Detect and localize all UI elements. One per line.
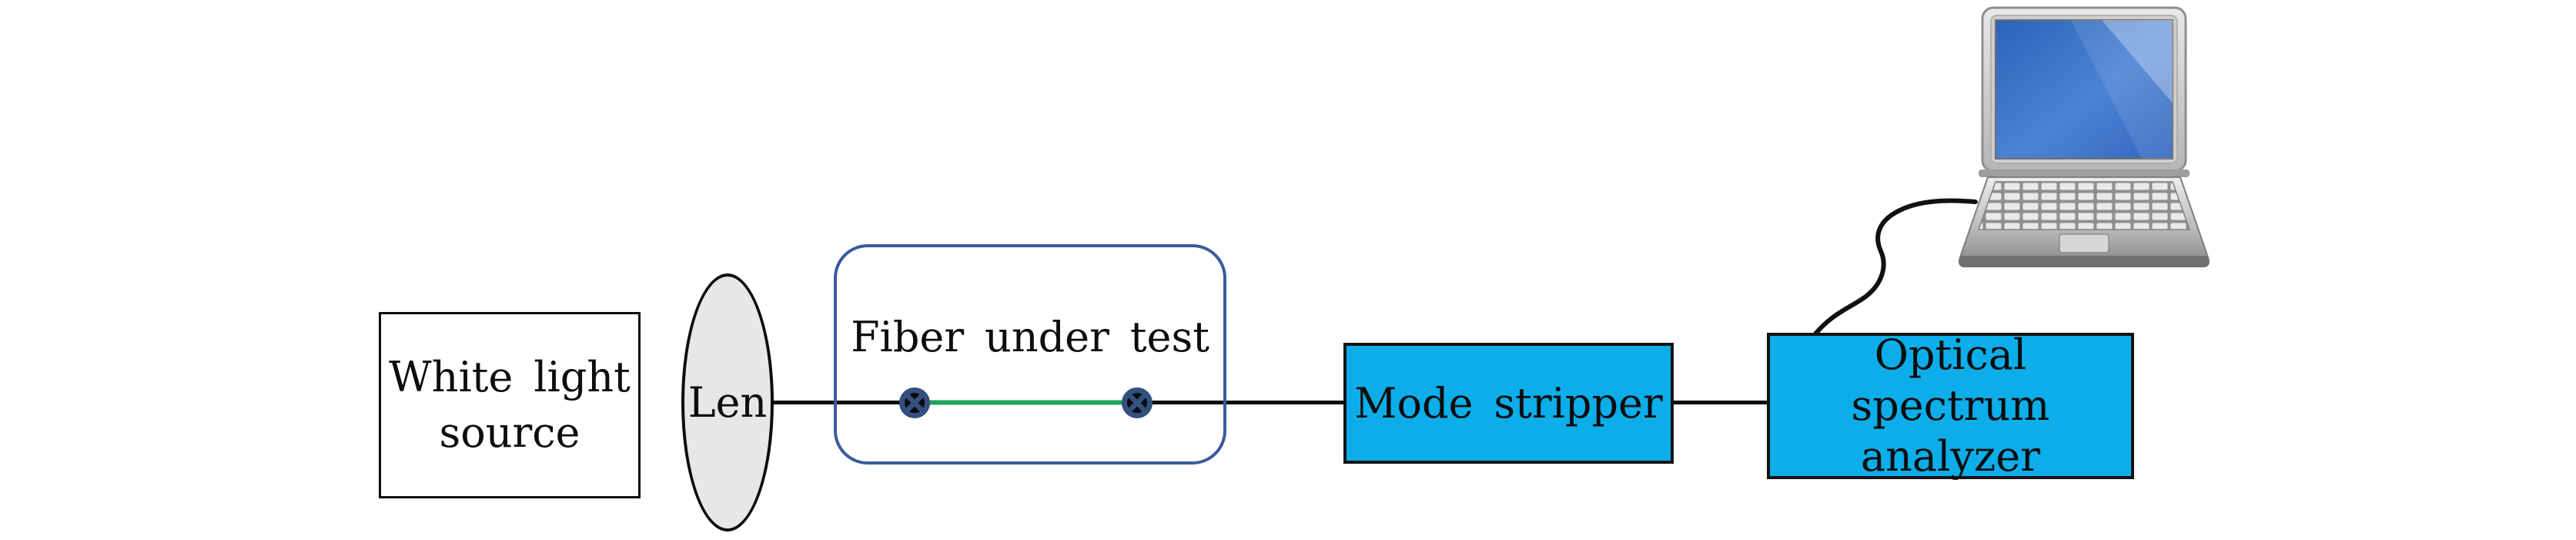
fiber-under-test-box: Fiber under test (834, 244, 1226, 465)
laptop-icon (1959, 6, 2210, 267)
laptop-screen (1995, 19, 2173, 159)
fiber-connector-left-icon (899, 387, 930, 418)
white-light-source-box: White light source (379, 312, 641, 498)
mode-stripper-box: Mode stripper (1343, 343, 1674, 464)
mode-stripper-label: Mode stripper (1354, 378, 1663, 428)
white-light-source-label: White light source (389, 353, 631, 457)
laptop-base-edge (1959, 256, 2210, 267)
lens-label: Len (687, 377, 768, 427)
optical-spectrum-analyzer-box: Optical spectrum analyzer (1767, 330, 2134, 481)
laptop-keyboard (1977, 181, 2191, 230)
optical-spectrum-analyzer-label: Optical spectrum analyzer (1851, 330, 2050, 481)
lens-ellipse: Len (681, 273, 774, 532)
laptop-touchpad (2059, 233, 2109, 253)
fiber-connector-right-icon (1122, 387, 1153, 418)
cable-line-osa-to-laptop (1812, 198, 1978, 338)
fiber-under-test-label: Fiber under test (851, 313, 1209, 361)
